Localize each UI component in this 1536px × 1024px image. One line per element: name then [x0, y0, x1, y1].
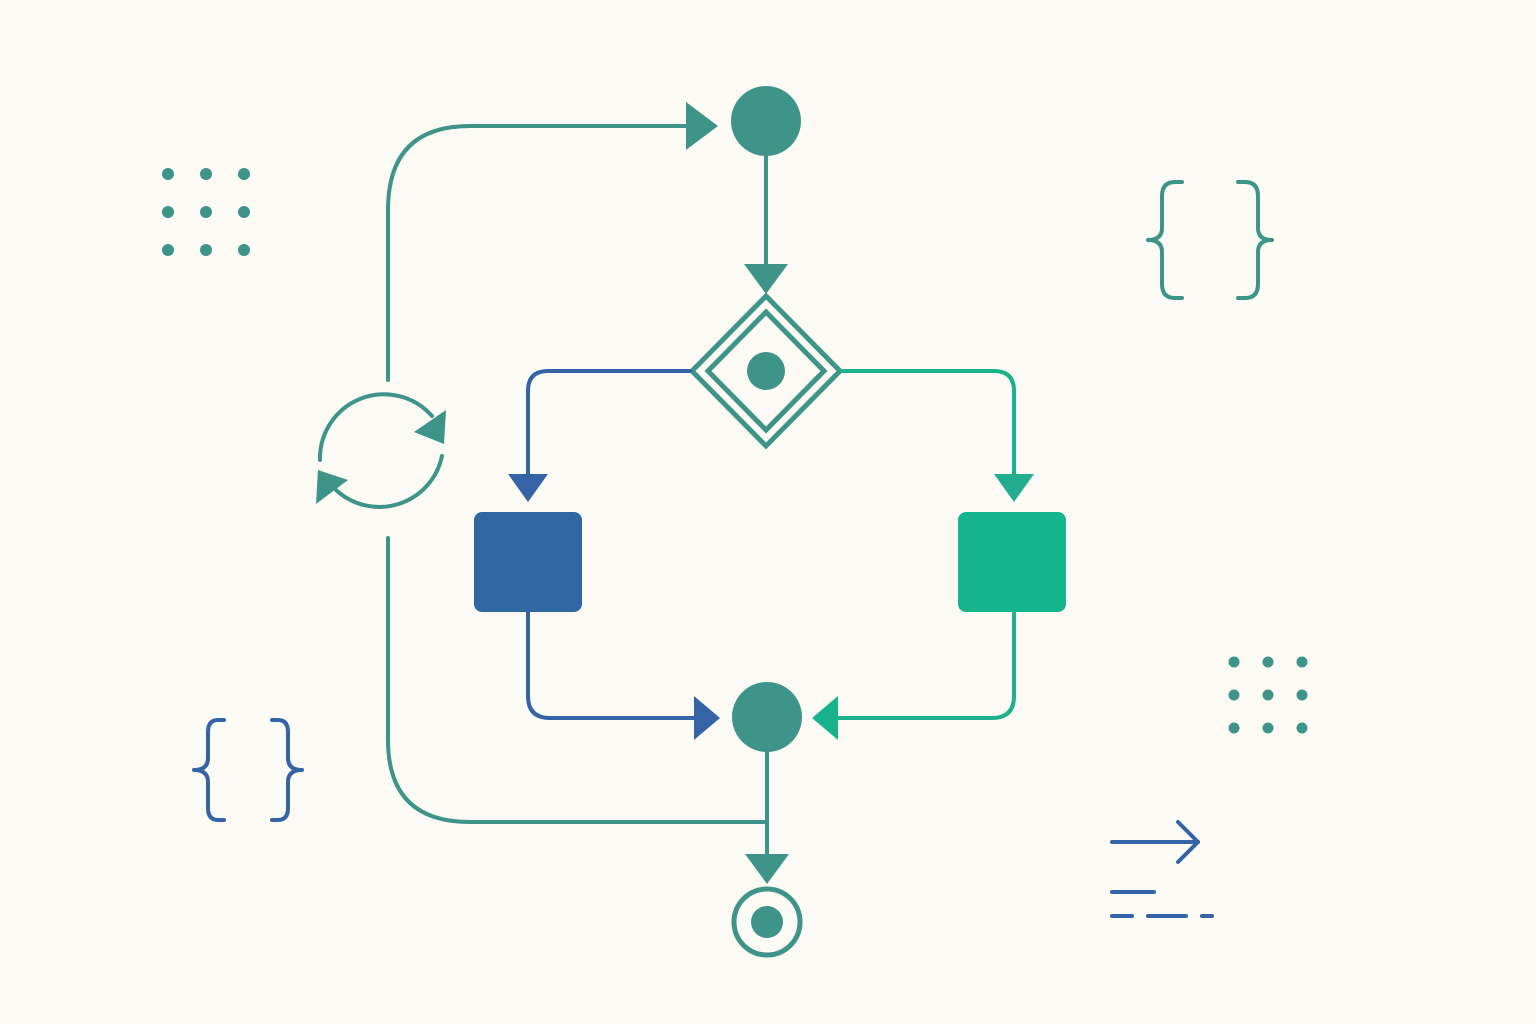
curly-braces-icon — [1146, 180, 1274, 300]
merge-to-end-arrowhead — [745, 854, 789, 884]
right-to-merge-arrowhead — [812, 696, 838, 740]
left-to-merge-line — [526, 610, 700, 720]
loop-top-arrowhead — [686, 102, 718, 150]
merge-node — [732, 682, 802, 752]
curly-braces-icon — [192, 718, 304, 822]
left-to-merge-arrowhead — [694, 696, 720, 740]
dot-grid-icon — [162, 168, 250, 256]
right-branch-line — [840, 369, 1016, 478]
cycle-arrows-icon — [316, 392, 446, 509]
loop-bottom-connector — [386, 536, 768, 824]
decision-node — [688, 292, 844, 450]
left-branch-arrowhead — [508, 474, 548, 502]
dot-grid-icon — [1228, 656, 1308, 734]
left-process-box — [474, 512, 582, 612]
start-to-decision-arrowhead — [744, 264, 788, 294]
arrow-lines-icon — [1110, 820, 1214, 918]
loop-top-connector — [386, 124, 692, 382]
right-to-merge-line — [832, 610, 1016, 720]
left-branch-line — [526, 369, 692, 478]
start-node — [731, 86, 801, 156]
end-node — [731, 886, 803, 958]
right-branch-arrowhead — [994, 474, 1034, 502]
right-process-box — [958, 512, 1066, 612]
